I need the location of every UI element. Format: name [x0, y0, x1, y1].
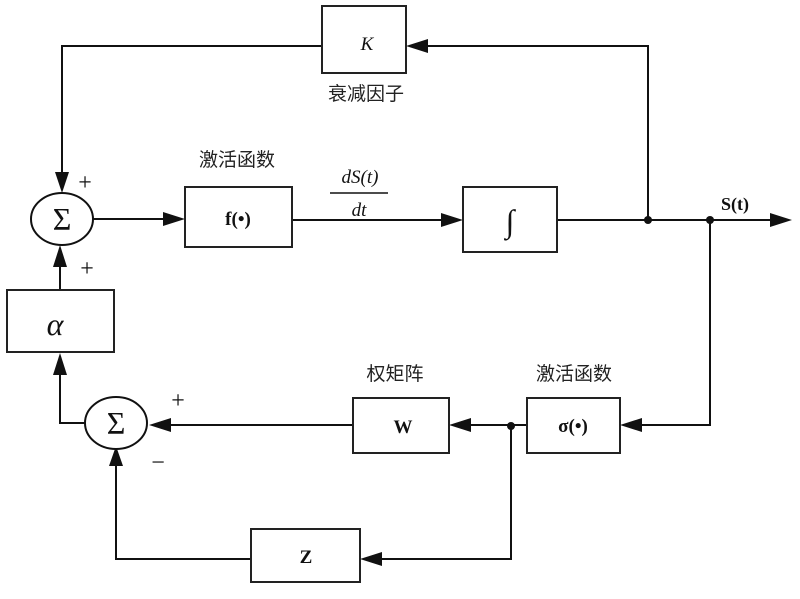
- junction-dot-1: [644, 216, 652, 224]
- summer-bottom: Σ: [84, 396, 148, 450]
- summer-top-sign-bottom: +: [80, 256, 94, 282]
- block-k-symbol: K: [360, 34, 375, 55]
- wire-output-to-sigma: [636, 220, 711, 426]
- arrow-into-sum-top-from-bottom: [53, 245, 67, 267]
- wire-junction-to-k: [410, 45, 649, 220]
- block-f: f(•): [184, 186, 293, 248]
- block-sigma-symbol: σ(•): [558, 416, 588, 437]
- integrator-symbol: ∫: [504, 203, 517, 241]
- block-sigma: σ(•): [526, 397, 621, 454]
- summer-bottom-sign-bottom: −: [151, 450, 165, 476]
- block-w-symbol: W: [394, 417, 413, 438]
- block-f-caption: 激活函数: [199, 149, 275, 171]
- arrow-into-f: [163, 212, 185, 226]
- output-label: S(t): [721, 194, 749, 215]
- arrow-into-z: [360, 552, 382, 566]
- wire-sum-bottom-to-alpha: [59, 370, 85, 424]
- block-k: K: [321, 5, 407, 74]
- arrow-into-k: [406, 39, 428, 53]
- summer-top: Σ: [30, 192, 94, 246]
- arrow-into-alpha: [53, 353, 67, 375]
- arrow-into-sum-bottom-from-bottom: [109, 446, 123, 466]
- alpha-symbol: α: [47, 306, 65, 342]
- wire-z-to-sum-bottom: [115, 460, 251, 560]
- derivative-denominator: dt: [352, 200, 368, 221]
- block-sigma-caption: 激活函数: [536, 363, 612, 385]
- summer-bottom-sign-right: +: [171, 388, 185, 414]
- block-integrator: ∫: [462, 186, 558, 253]
- summer-bottom-symbol: Σ: [107, 405, 126, 441]
- block-k-caption: 衰减因子: [328, 83, 404, 105]
- derivative-numerator: dS(t): [342, 167, 379, 188]
- block-w: W: [352, 397, 450, 454]
- arrow-into-sum-top-from-top: [55, 172, 69, 193]
- summer-top-sign-top: +: [78, 170, 92, 196]
- summer-top-symbol: Σ: [53, 201, 72, 237]
- arrow-into-w: [449, 418, 471, 432]
- block-f-symbol: f(•): [225, 209, 251, 230]
- arrow-into-integrator: [441, 213, 463, 227]
- wire-k-to-sum-top: [61, 45, 322, 180]
- block-z-symbol: Z: [300, 547, 313, 568]
- block-z: Z: [250, 528, 361, 583]
- arrow-output: [770, 213, 792, 227]
- arrow-into-sum-bottom-from-right: [149, 418, 171, 432]
- wire-junction-to-z: [375, 426, 512, 560]
- block-w-caption: 权矩阵: [366, 363, 423, 385]
- block-alpha: α: [6, 289, 115, 353]
- arrow-into-sigma: [620, 418, 642, 432]
